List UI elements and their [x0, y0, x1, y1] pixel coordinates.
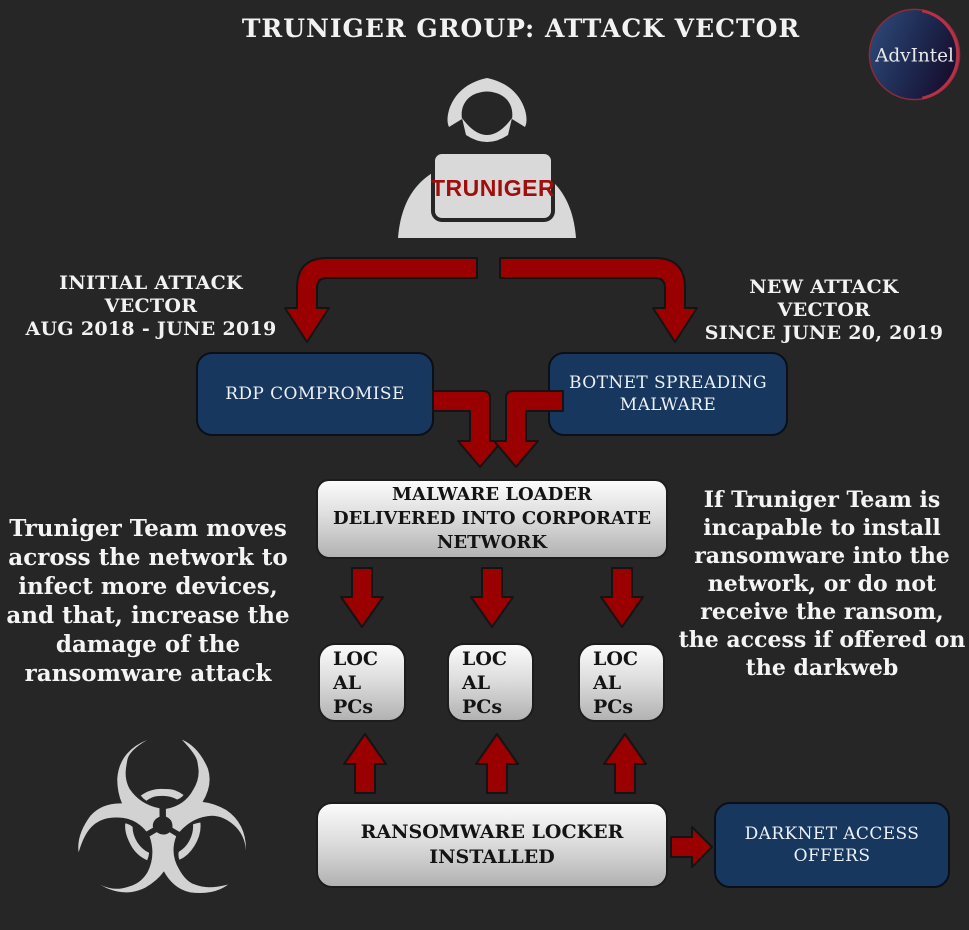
- arrow-down-pc-1: [340, 567, 384, 628]
- arrow-branch-right: [499, 257, 698, 343]
- note-darkweb-access: If Truniger Team is incapable to install…: [678, 487, 966, 681]
- arrow-up-pc-3: [603, 733, 647, 794]
- actor-name-label: TRUNIGER: [431, 175, 555, 201]
- node-ransomware-locker-label: RANSOMWARE LOCKER INSTALLED: [360, 821, 624, 868]
- arrow-branch-left: [284, 257, 478, 343]
- new-vector-title: NEW ATTACK VECTOR: [749, 276, 899, 321]
- node-rdp-compromise: RDP COMPROMISE: [196, 352, 434, 436]
- loader-line-1: MALWARE LOADER: [392, 484, 592, 505]
- advintel-logo: AdvIntel: [868, 8, 961, 101]
- node-malware-loader-label: MALWARE LOADER DELIVERED INTO CORPORATE …: [333, 483, 651, 555]
- node-darknet-offers-label: DARKNET ACCESS OFFERS: [744, 824, 920, 866]
- note-lateral-movement: Truniger Team moves across the network t…: [6, 515, 290, 687]
- arrow-down-pc-2: [470, 567, 514, 628]
- logo-red-arc: [921, 9, 960, 100]
- node-rdp-compromise-label: RDP COMPROMISE: [225, 384, 405, 404]
- biohazard-icon: ☣: [68, 698, 257, 930]
- initial-vector-period: AUG 2018 - JUNE 2019: [25, 318, 277, 340]
- node-local-pcs-2-label: LOCAL PCs: [462, 647, 508, 718]
- arrow-rdp-to-loader: [432, 390, 564, 468]
- arrow-up-pc-1: [343, 733, 387, 794]
- node-local-pcs-1-label: LOCAL PCs: [333, 647, 379, 718]
- node-local-pcs-2: LOCAL PCs: [447, 643, 534, 722]
- node-botnet-malware-label: BOTNET SPREADING MALWARE: [569, 373, 767, 415]
- face-chin-shape: [462, 118, 512, 142]
- node-darknet-offers: DARKNET ACCESS OFFERS: [714, 802, 950, 888]
- node-malware-loader: MALWARE LOADER DELIVERED INTO CORPORATE …: [316, 479, 668, 559]
- new-vector-period: SINCE JUNE 20, 2019: [704, 322, 944, 344]
- laptop-base: [426, 224, 566, 237]
- page-title: TRUNIGER GROUP: ATTACK VECTOR: [241, 14, 801, 43]
- hood-shape: [447, 78, 527, 127]
- initial-vector-title: INITIAL ATTACK VECTOR: [59, 272, 243, 317]
- arrow-locker-to-darknet: [670, 826, 713, 868]
- new-vector-label: NEW ATTACK VECTOR SINCE JUNE 20, 2019: [700, 276, 948, 345]
- node-ransomware-locker: RANSOMWARE LOCKER INSTALLED: [316, 802, 668, 888]
- loader-line-2: DELIVERED INTO CORPORATE: [332, 508, 652, 529]
- node-local-pcs-1: LOCAL PCs: [318, 643, 406, 722]
- node-local-pcs-3: LOCAL PCs: [578, 643, 665, 722]
- initial-vector-label: INITIAL ATTACK VECTOR AUG 2018 - JUNE 20…: [10, 272, 292, 341]
- laptop-lid: [431, 150, 555, 222]
- arrow-up-pc-2: [475, 733, 519, 794]
- arrow-botnet-to-loader: [493, 390, 564, 468]
- logo-circle: [869, 9, 960, 100]
- arrow-down-pc-3: [600, 567, 644, 628]
- loader-line-3: NETWORK: [436, 532, 548, 553]
- node-local-pcs-3-label: LOCAL PCs: [593, 647, 639, 718]
- hacker-icon: TRUNIGER: [398, 78, 576, 238]
- logo-text: AdvIntel: [874, 45, 954, 66]
- node-botnet-malware: BOTNET SPREADING MALWARE: [548, 352, 788, 436]
